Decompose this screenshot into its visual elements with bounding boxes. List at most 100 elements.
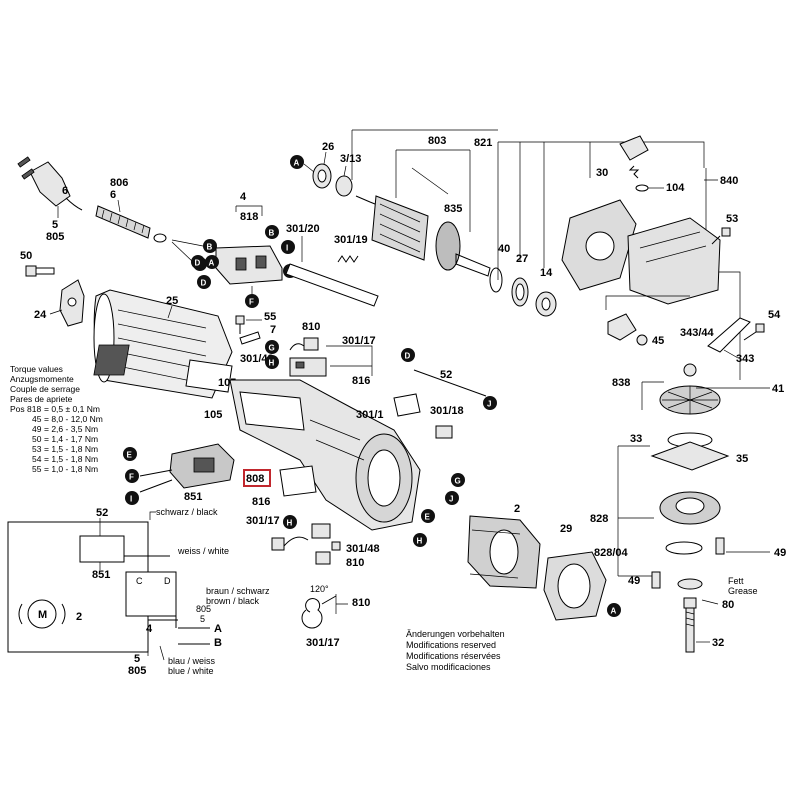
label-104: 104 [666,182,685,194]
svg-text:G: G [269,344,275,353]
highlight-808: 808 [243,469,271,487]
svg-text:D: D [201,279,207,288]
wiring-5b: 5 [134,653,140,665]
torque-row-pos: 50 [32,434,42,444]
flange-30 [561,199,637,291]
wiring-4: 4 [146,623,153,635]
label-33: 33 [630,433,642,445]
switch-rod-301-20 [285,263,379,307]
label-30: 30 [596,167,608,179]
label-80: 80 [722,599,734,611]
label-5: 5 [52,219,58,231]
flange-plate-35 [650,441,730,471]
note-fett: Fett [728,576,744,586]
label-810-c: 810 [352,597,370,609]
torque-title-4: Pares de apriete [10,394,73,404]
torque-row-pos: 54 [32,454,42,464]
svg-text:I: I [286,244,288,253]
label-26: 26 [322,141,334,153]
marker-e-2: E [421,509,435,523]
label-29: 29 [560,523,572,535]
torque-table: Torque values Anzugsmomente Couple de se… [10,364,103,474]
screw-50 [25,265,55,277]
wiring-52: 52 [96,507,108,519]
label-301-48-b: 301/48 [346,543,380,555]
label-301-17-b: 301/17 [246,515,280,527]
marker-a-1: A [205,255,219,269]
label-816-b: 816 [252,496,270,508]
torque-row-val: = 1,5 - 1,8 Nm [44,444,98,454]
svg-text:H: H [287,519,293,528]
clip-7 [239,331,261,345]
label-828: 828 [590,513,608,525]
marker-d-1: D [191,255,205,269]
label-49-a: 49 [774,547,786,559]
svg-text:B: B [269,229,275,238]
marker-a-3: A [607,603,621,617]
marker-i-2: I [125,491,139,505]
wiring-diagram: 52 851 M 2 C D 4 schwarz / black weiss /… [7,507,270,677]
label-301-1: 301/1 [356,409,384,421]
label-27: 27 [516,253,528,265]
label-301-19: 301/19 [334,234,368,246]
label-45: 45 [652,335,664,347]
lever-343 [707,317,751,359]
torque-row-pos: 49 [32,424,42,434]
marker-d-2: D [197,275,211,289]
torque-row-val: = 1,5 - 1,8 Nm [44,454,98,464]
marker-i-1: I [281,240,295,254]
gear-housing-840 [627,217,721,305]
part-301-18 [435,425,453,439]
ring-27 [511,277,529,307]
label-35: 35 [736,453,748,465]
wiring-2: 2 [76,611,82,623]
marker-f-1: F [245,294,259,308]
circlip-40 [489,267,503,293]
label-2: 2 [514,503,520,515]
marker-g-1: G [265,340,279,354]
torque-row-val: = 8,0 - 12,0 Nm [44,414,103,424]
label-818: 818 [240,211,258,223]
torque-title-3: Couple de serrage [10,384,80,394]
washer-80 [677,578,703,590]
label-49-b: 49 [628,575,640,587]
marker-d-3: D [401,348,415,362]
mod-line-4: Salvo modificaciones [406,662,491,672]
label-53: 53 [726,213,738,225]
screw-53 [711,227,731,245]
label-803: 803 [428,135,446,147]
svg-text:B: B [207,243,213,252]
screw-49 [651,571,661,589]
power-plug [17,156,83,211]
label-plate-9 [393,393,421,417]
label-25: 25 [166,295,178,307]
fan-cover-29 [543,551,607,621]
wiring-851: 851 [92,569,110,581]
note-angle: 120° [310,584,329,594]
wiring-braun-1: braun / schwarz [206,586,270,596]
part-808 [279,465,317,497]
cord-strain-relief [95,205,167,243]
marker-f-2: F [125,469,139,483]
torque-title-1: Torque values [10,364,63,374]
wiring-schwarz: schwarz / black [156,507,218,517]
svg-text:D: D [405,352,411,361]
svg-text:A: A [209,259,215,268]
label-55: 55 [264,311,276,323]
brush-holder [289,357,327,377]
marker-h-1: H [265,355,279,369]
wiring-a: A [214,623,222,635]
wiring-motor: M [38,609,47,621]
wiring-blau-2: blue / white [168,666,214,676]
wiring-805b: 805 [128,665,146,677]
label-105-b: 105 [204,409,222,421]
modifications-note: Änderungen vorbehalten Modifications res… [406,629,505,672]
label-806: 806 [110,177,128,189]
label-7: 7 [270,324,276,336]
label-40: 40 [498,243,510,255]
label-24: 24 [34,309,47,321]
label-301-18: 301/18 [430,405,464,417]
carbon-brush-810 [289,337,319,351]
mod-line-3: Modifications réservées [406,651,501,661]
